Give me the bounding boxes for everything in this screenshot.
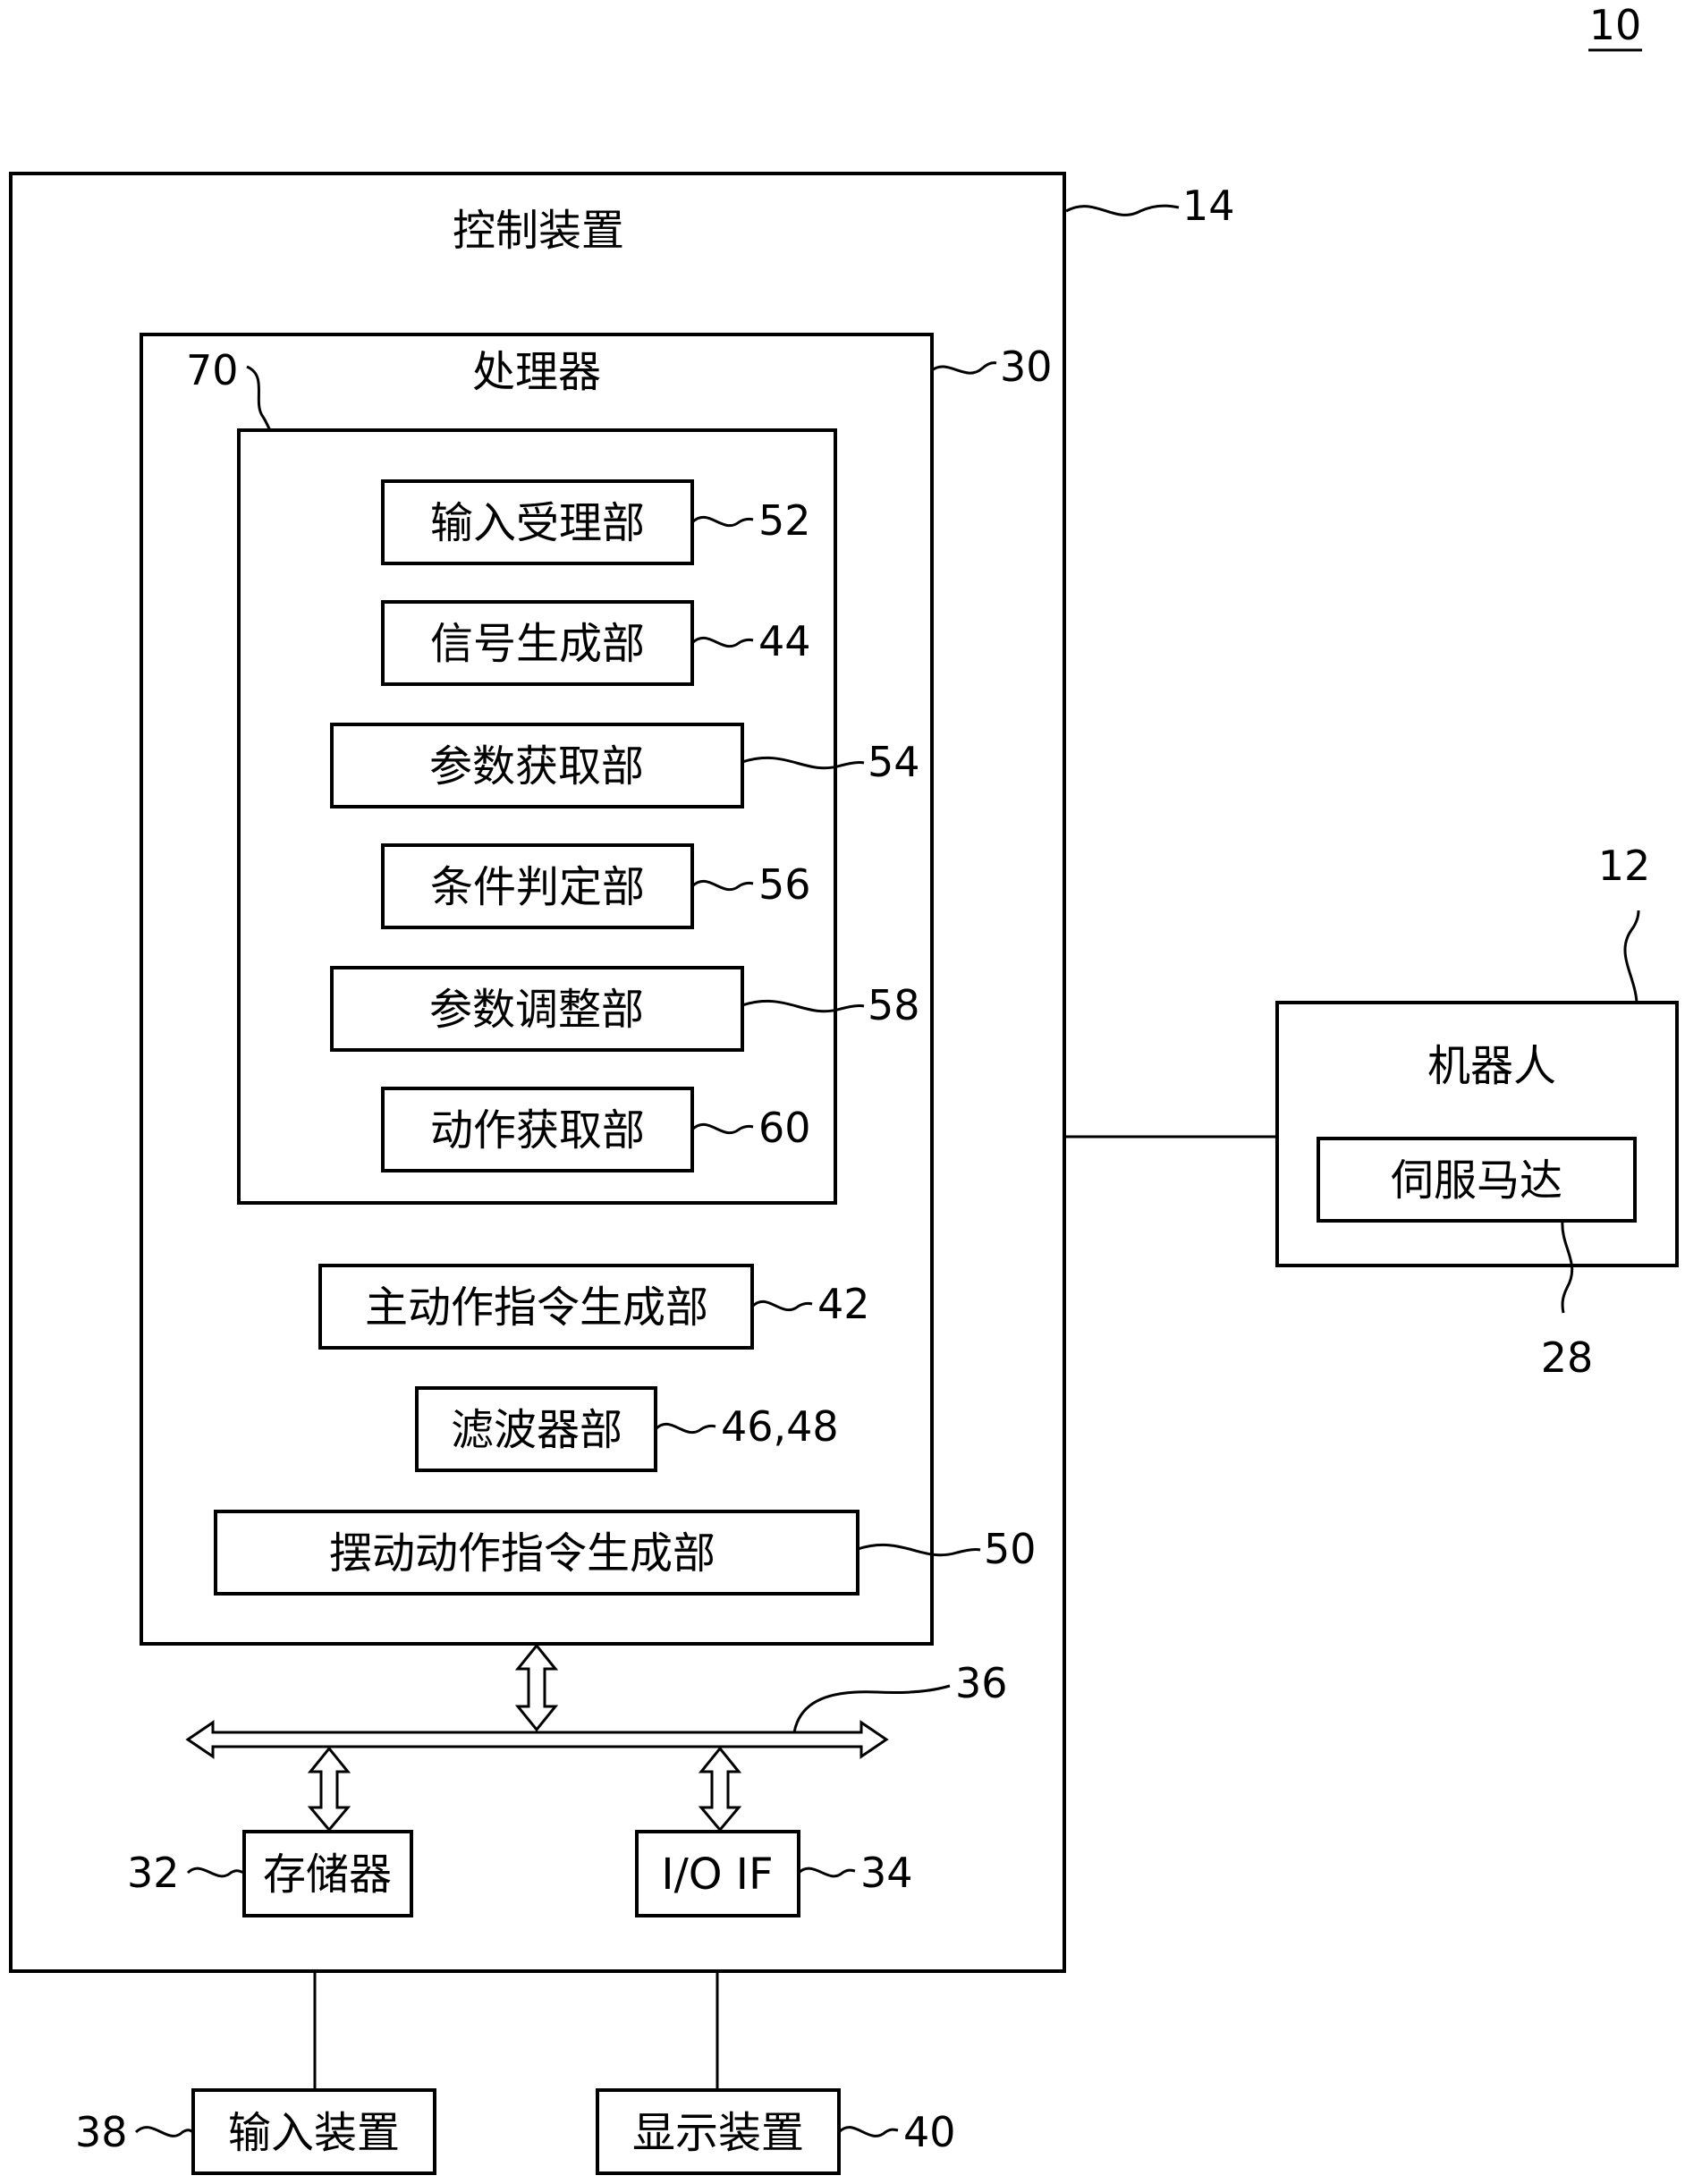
control-device-ref: 14 [1182, 182, 1235, 230]
memory-ref: 32 [127, 1849, 180, 1897]
servo-motor-ref: 28 [1541, 1333, 1594, 1382]
unit-ref: 44 [758, 617, 811, 665]
unit-box [330, 966, 744, 1052]
processor-leader [931, 361, 997, 375]
unit-box [381, 1087, 694, 1172]
unit-condition-determination: 条件判定部 56 [381, 843, 811, 929]
io-if-label: I/O IF [661, 1850, 773, 1900]
servo-motor-label: 伺服马达 [1391, 1155, 1562, 1206]
unit-ref: 52 [758, 496, 811, 545]
unit-leader [654, 1422, 716, 1435]
unit-leader [690, 879, 754, 892]
processor-label: 处理器 [472, 347, 601, 397]
unit-ref: 58 [868, 981, 920, 1029]
unit-ref: 54 [868, 738, 920, 786]
unit-label: 参数调整部 [429, 985, 644, 1035]
display-device-box [596, 2088, 841, 2175]
unit-leader [690, 1122, 754, 1135]
servo-motor-box [1317, 1137, 1637, 1223]
robot-ref: 12 [1598, 842, 1651, 890]
control-device-label: 控制装置 [453, 206, 624, 256]
unit-parameter-acquisition: 参数获取部 54 [330, 723, 920, 808]
unit-leader [741, 757, 865, 770]
unit-ref: 56 [758, 860, 811, 909]
io-if-leader [797, 1867, 856, 1878]
unit-label: 主动作指令生成部 [365, 1282, 708, 1333]
unit-label: 摆动动作指令生成部 [329, 1528, 715, 1579]
unit-ref: 60 [758, 1104, 811, 1152]
inner-group-ref: 70 [186, 346, 239, 394]
display-device-ref: 40 [903, 2108, 956, 2156]
unit-oscillation-command-generation: 摆动动作指令生成部 50 [214, 1510, 1037, 1596]
bus-arrow [185, 1720, 889, 1759]
unit-ref: 50 [984, 1525, 1037, 1573]
display-device-label: 显示装置 [632, 2108, 804, 2158]
robot-leader [1623, 910, 1640, 1003]
unit-label: 动作获取部 [430, 1105, 645, 1155]
unit-main-motion-command-generation: 主动作指令生成部 42 [318, 1264, 870, 1350]
unit-leader [690, 515, 754, 528]
figure-ref: 10 [1589, 1, 1642, 49]
unit-box [330, 723, 744, 808]
memory-box [242, 1830, 413, 1917]
unit-box [381, 479, 694, 565]
io-if-box [635, 1830, 800, 1917]
unit-signal-generation: 信号生成部 44 [381, 600, 811, 686]
input-device-box [191, 2088, 436, 2175]
input-device-ref: 38 [75, 2108, 128, 2156]
unit-leader [690, 636, 754, 648]
unit-parameter-adjustment: 参数调整部 58 [330, 966, 920, 1052]
unit-box [214, 1510, 859, 1596]
unit-filter: 滤波器部 46,48 [415, 1386, 839, 1472]
bus-ref: 36 [955, 1659, 1008, 1707]
unit-motion-acquisition: 动作获取部 60 [381, 1087, 811, 1172]
unit-ref: 42 [817, 1280, 870, 1328]
memory-label: 存储器 [263, 1850, 392, 1900]
unit-label: 信号生成部 [430, 619, 645, 669]
unit-label: 输入受理部 [430, 498, 645, 548]
inner-group-leader [246, 365, 272, 431]
bus-leader [792, 1684, 951, 1733]
unit-box [415, 1386, 657, 1472]
display-device-leader [837, 2126, 899, 2137]
input-device-leader [134, 2126, 194, 2137]
unit-box [381, 600, 694, 686]
unit-label: 条件判定部 [430, 862, 645, 912]
unit-label: 滤波器部 [451, 1405, 622, 1455]
memory-leader [186, 1867, 245, 1878]
input-device-label: 输入装置 [228, 2108, 400, 2158]
unit-leader [750, 1299, 813, 1312]
unit-leader [857, 1544, 981, 1557]
control-device-leader [1065, 204, 1180, 216]
processor-bus-arrow [514, 1643, 559, 1732]
unit-input-acceptance: 输入受理部 52 [381, 479, 811, 565]
servo-motor-leader [1561, 1220, 1574, 1314]
robot-label: 机器人 [1427, 1041, 1556, 1091]
unit-label: 参数获取部 [429, 741, 644, 791]
processor-ref: 30 [1000, 343, 1053, 391]
io-if-ref: 34 [860, 1849, 913, 1897]
unit-ref: 46,48 [721, 1402, 839, 1451]
unit-leader [741, 1000, 865, 1013]
